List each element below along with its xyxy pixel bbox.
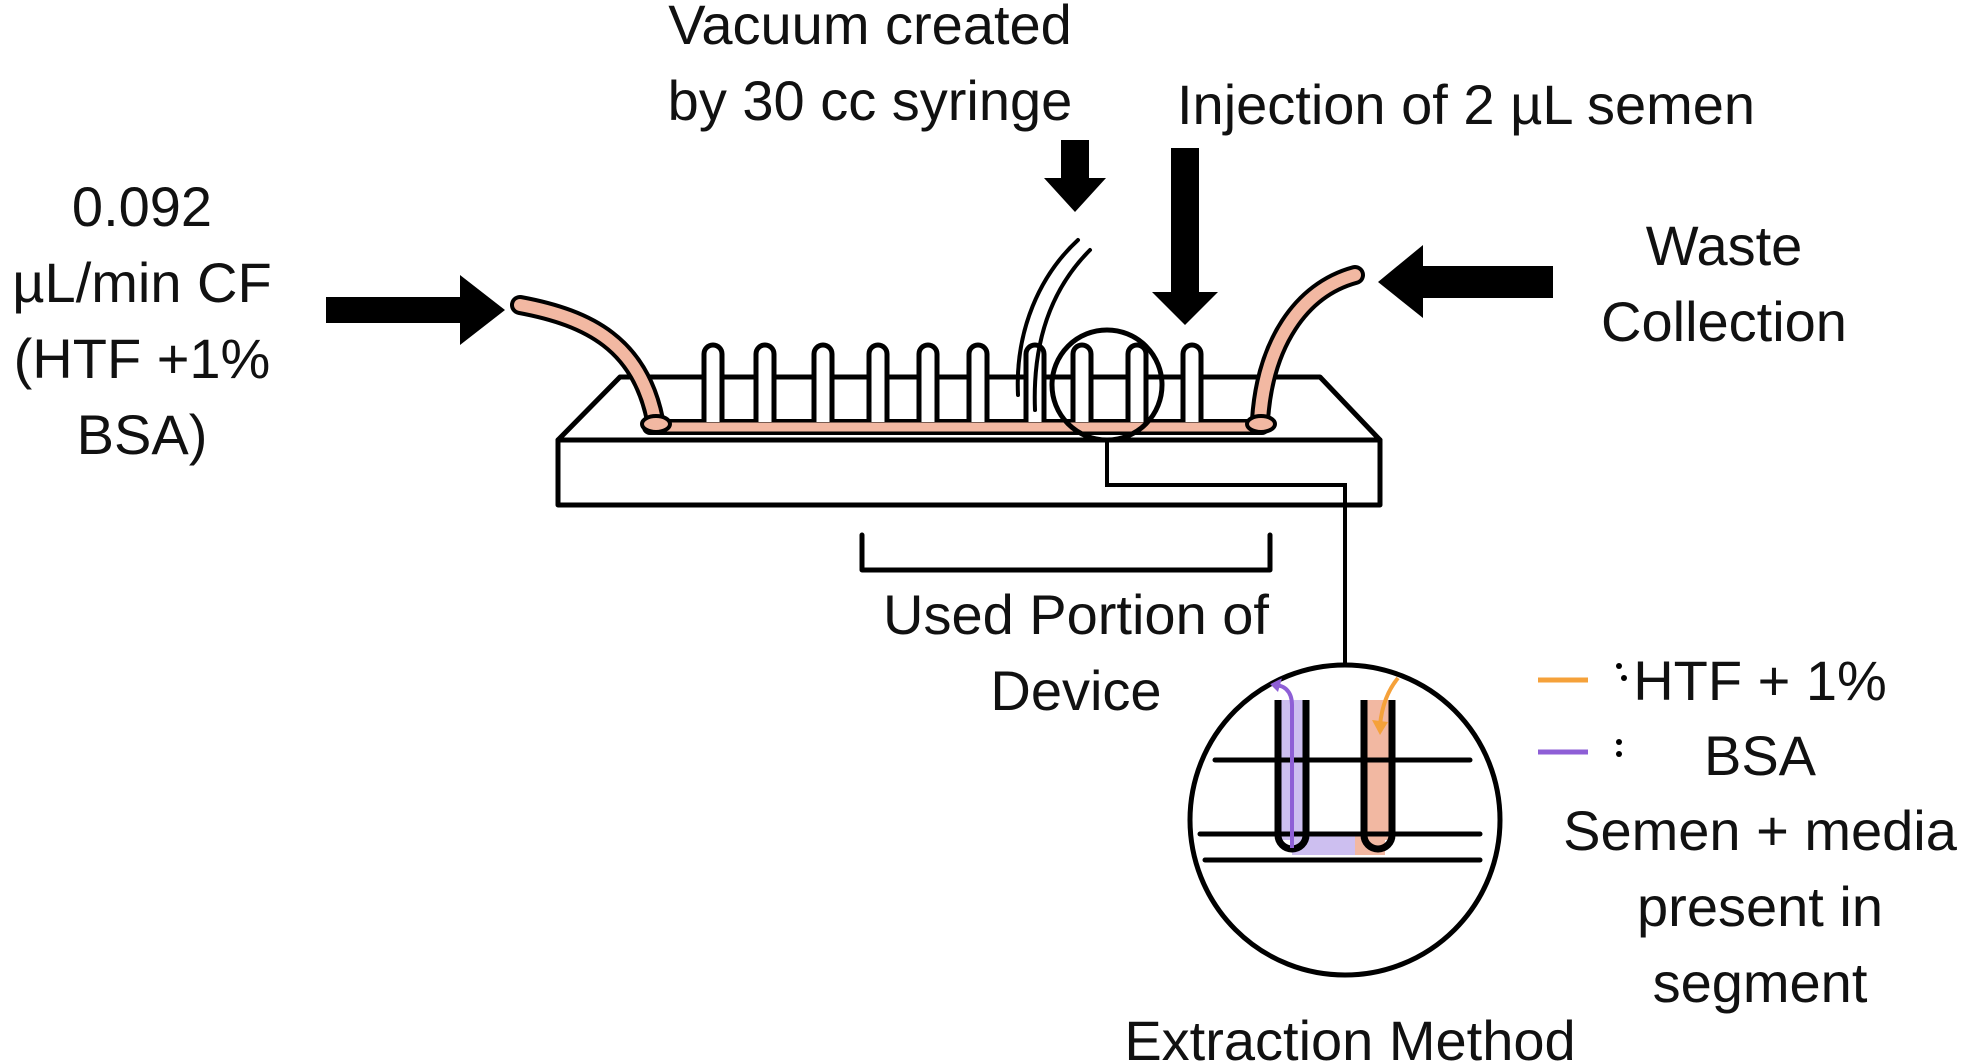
label-injection: Injection of 2 µL semen: [1177, 73, 1755, 136]
channel-loop-6: [966, 342, 990, 422]
legend-note-line-2: present in: [1637, 875, 1883, 938]
legend-label-media: HTF + 1%: [1633, 649, 1887, 712]
svg-text:0.092: 0.092: [72, 175, 212, 238]
svg-text:Collection: Collection: [1601, 290, 1847, 353]
extraction-zoom: [1187, 662, 1503, 978]
extraction-circle: [1187, 662, 1503, 978]
svg-text:by 30 cc syringe: by 30 cc syringe: [668, 69, 1073, 132]
legend: HTF + 1% BSA Semen + media present in se…: [1538, 649, 1958, 1014]
vacuum-tube: [1015, 238, 1092, 412]
channel-loop-2: [753, 342, 777, 422]
svg-text:(HTF +1%: (HTF +1%: [14, 327, 271, 390]
label-used-portion: Used Portion of Device: [883, 583, 1269, 722]
channel-loop-5: [916, 342, 940, 422]
used-portion-bracket: [859, 532, 1273, 573]
legend-note-line-3: segment: [1653, 951, 1868, 1014]
legend-label-semen: BSA: [1704, 724, 1817, 787]
svg-text:µL/min CF: µL/min CF: [12, 251, 271, 314]
label-vacuum: Vacuum created by 30 cc syringe: [668, 0, 1073, 132]
channel-loop-1: [701, 342, 725, 422]
svg-text:Waste: Waste: [1646, 214, 1803, 277]
channel-loop-3: [811, 342, 835, 422]
device-front-face: [555, 437, 1383, 508]
arrow-inflow-icon: [326, 275, 505, 345]
channel-loop-10: [1180, 342, 1204, 422]
inlet-tube: [510, 295, 672, 434]
svg-text:Used Portion of: Used Portion of: [883, 583, 1269, 646]
svg-text:Vacuum created: Vacuum created: [668, 0, 1072, 56]
svg-text:BSA): BSA): [77, 403, 208, 466]
media-flow-line: [1378, 676, 1400, 726]
legend-note-line-1: Semen + media: [1563, 799, 1958, 862]
arrow-waste-icon: [1378, 245, 1553, 318]
channel-loop-8: [1070, 342, 1094, 422]
label-extraction-method: Extraction Method: [1124, 1009, 1575, 1063]
channel-loops: [701, 342, 1204, 422]
arrow-injection-icon: [1152, 148, 1218, 325]
channel-loop-9: [1125, 342, 1149, 422]
waste-tube: [1245, 265, 1365, 434]
channel-loop-4: [866, 342, 890, 422]
svg-text:Device: Device: [990, 659, 1161, 722]
label-flow-rate: 0.092 µL/min CF (HTF +1% BSA): [12, 175, 271, 466]
zoom-connector-line: [1105, 438, 1347, 667]
label-waste: Waste Collection: [1601, 214, 1847, 353]
arrow-vacuum-icon: [1044, 140, 1106, 212]
